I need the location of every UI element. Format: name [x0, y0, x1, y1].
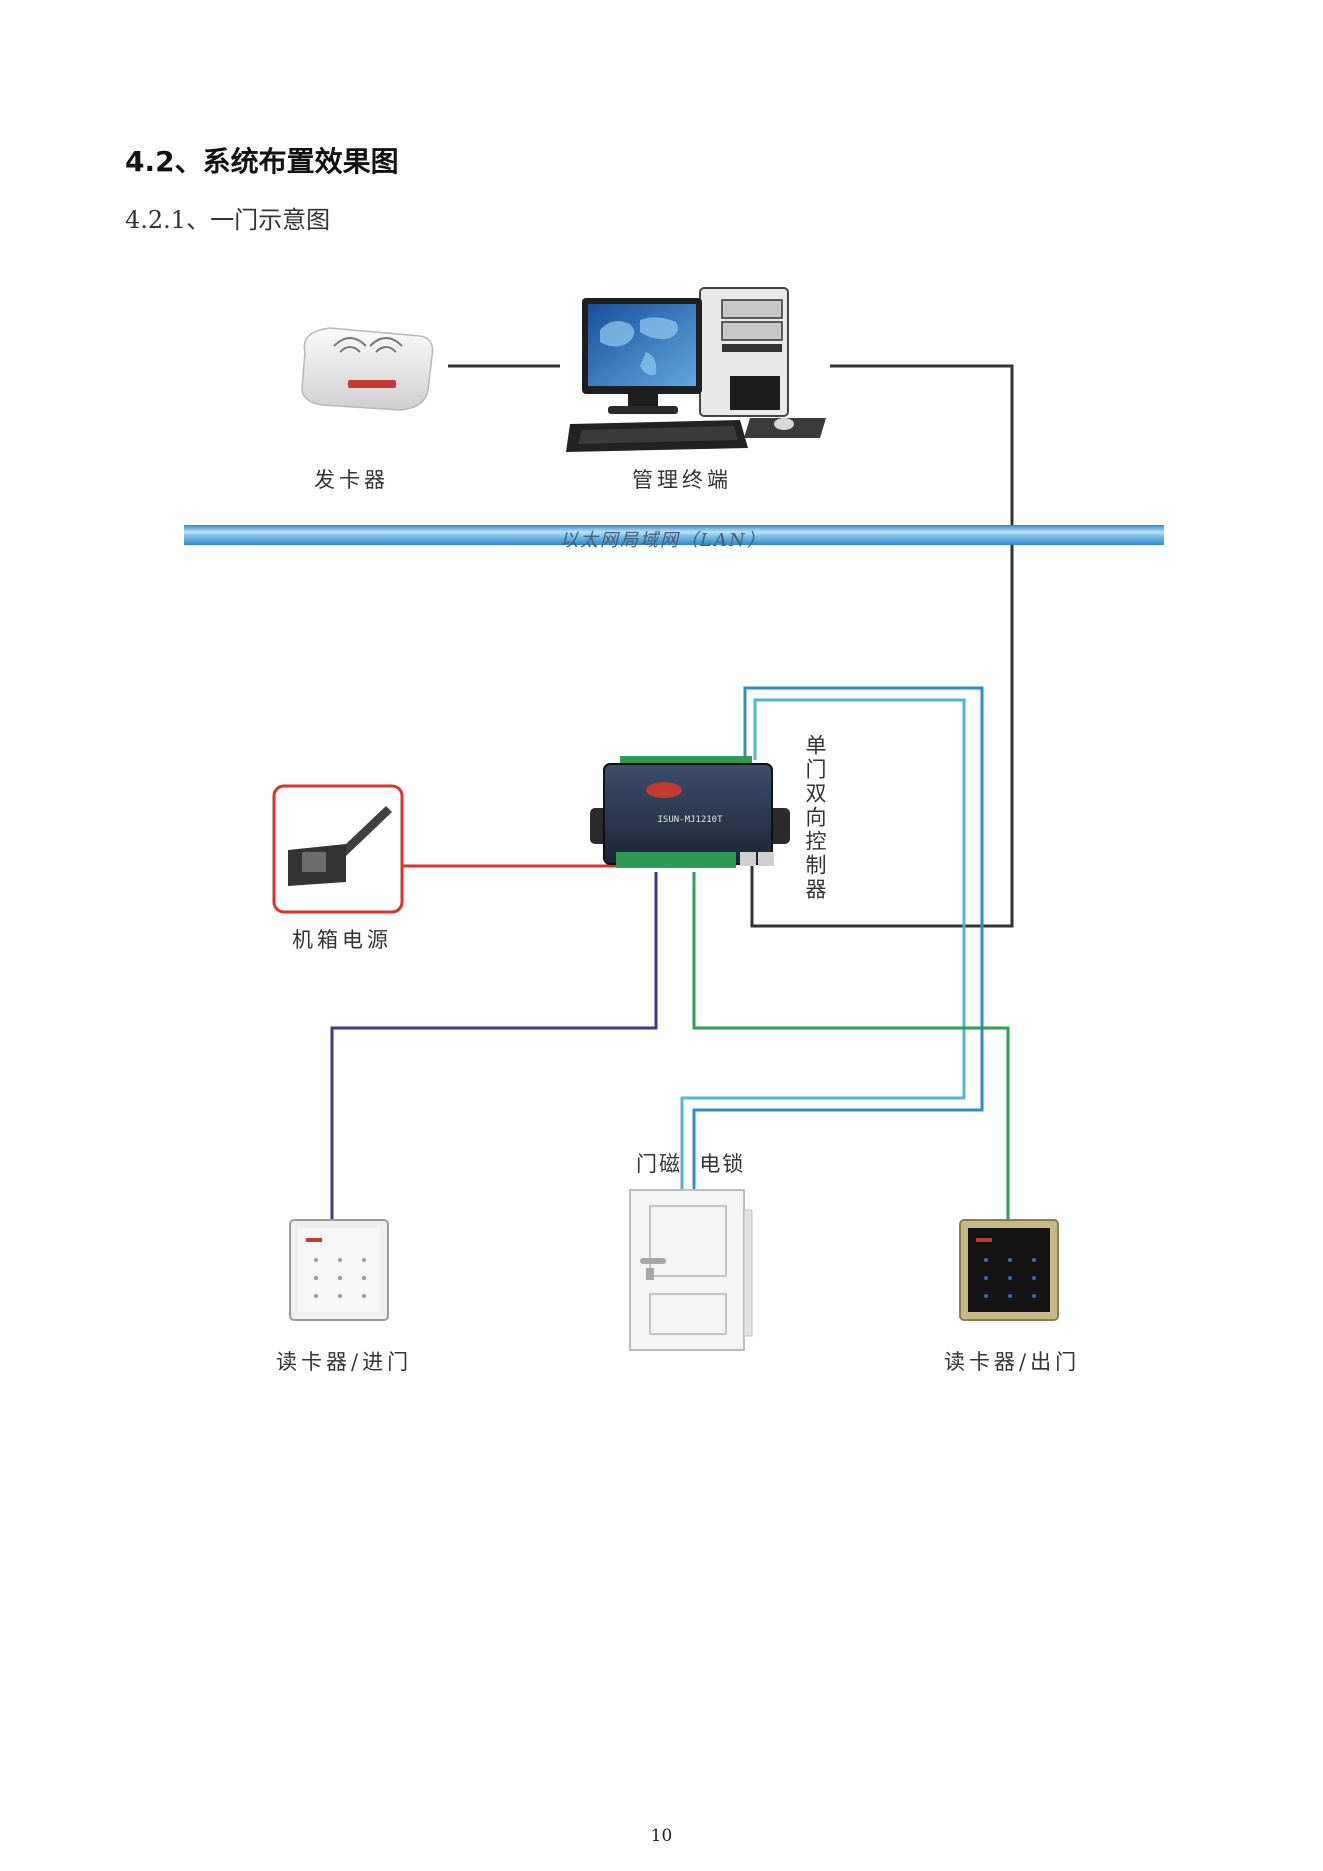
door-lock-label: 门磁 电锁 — [636, 1152, 746, 1176]
lan-bar — [184, 525, 1164, 545]
power-supply-device — [272, 784, 404, 914]
page-number: 10 — [650, 1826, 673, 1846]
reader-entry-label: 读卡器/进门 — [276, 1350, 413, 1374]
card-issuer-label: 发卡器 — [314, 468, 389, 492]
section-heading: 4.2、系统布置效果图 — [125, 145, 399, 178]
card-issuer-device — [301, 327, 434, 411]
controller-label: 单门双向控制器 — [803, 734, 827, 902]
reader-exit-label: 读卡器/出门 — [944, 1350, 1081, 1374]
reader-entry-wire — [330, 872, 658, 1220]
management-terminal-computer — [566, 287, 826, 452]
power-supply-label: 机箱电源 — [292, 928, 392, 952]
management-terminal-label: 管理终端 — [632, 468, 732, 492]
lock-wire-cyan — [680, 698, 966, 1190]
lock-wire-blue — [692, 686, 984, 1190]
reader-exit-device — [959, 1219, 1059, 1321]
lan-label: 以太网局域网（LAN） — [560, 530, 767, 551]
terminal-to-controller-wire — [750, 364, 1014, 928]
door-device — [629, 1189, 753, 1351]
reader-entry-device — [289, 1219, 389, 1321]
reader-exit-wire — [692, 872, 1010, 1220]
door-controller-device: ISUN-MJ1210T — [590, 756, 790, 868]
section-subheading: 4.2.1、一门示意图 — [125, 206, 331, 234]
controller-model-text: ISUN-MJ1210T — [657, 815, 723, 825]
